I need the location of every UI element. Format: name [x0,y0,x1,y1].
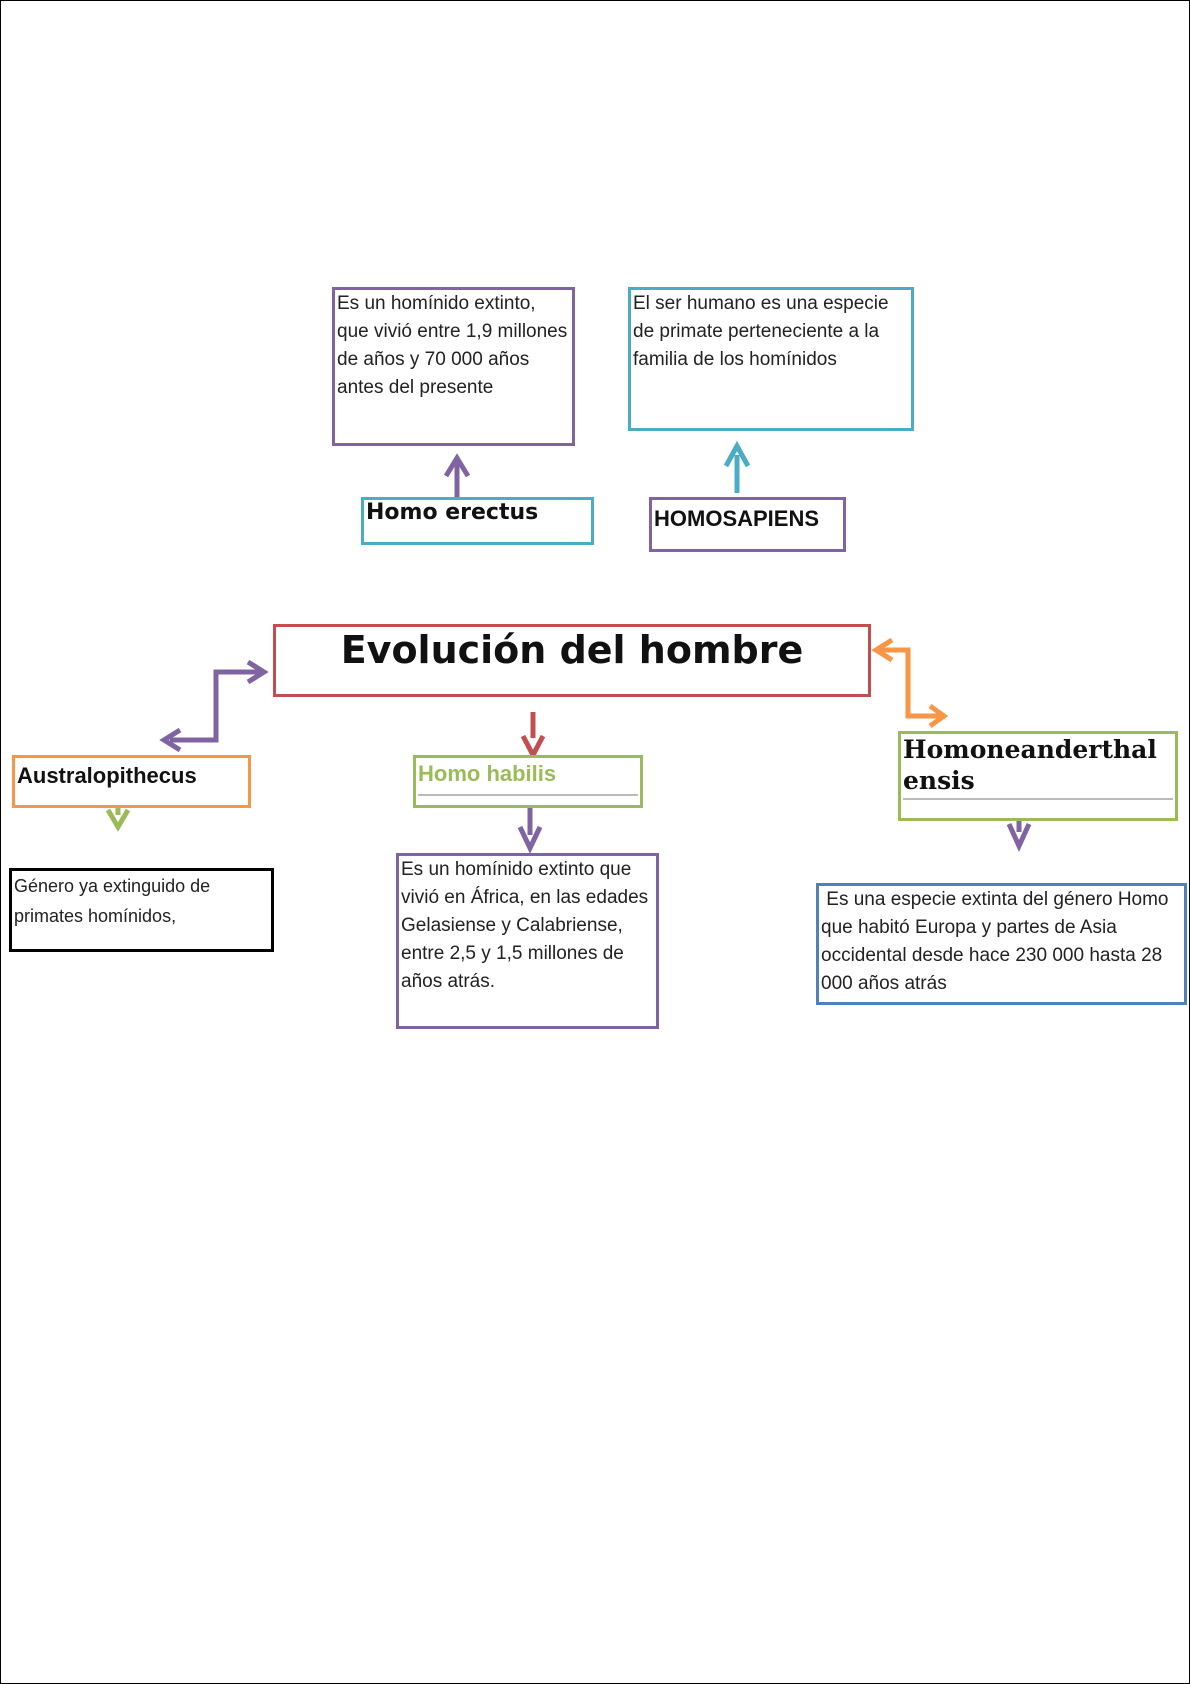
arrow-title-neanderthal [871,637,949,729]
erectus-description-box: Es un homínido extinto, que vivió entre … [332,287,575,446]
erectus-label: Homo erectus [366,500,539,525]
australopithecus-node[interactable]: Australopithecus [12,755,251,808]
australopithecus-label: Australopithecus [17,763,197,788]
sapiens-label: HOMOSAPIENS [654,506,820,531]
neanderthal-description: Es una especie extinta del género Homo q… [821,889,1174,994]
neanderthal-node[interactable]: Homoneanderthal ensis [898,731,1178,821]
sapiens-description: El ser humano es una especie de primate … [633,293,889,370]
divider [418,794,638,796]
arrow-erectus-up [443,453,471,497]
erectus-description: Es un homínido extinto, que vivió entre … [337,293,568,398]
divider [903,798,1173,800]
arrow-sapiens-up [723,440,751,493]
arrow-title-habilis [520,712,546,761]
australopithecus-description: Género ya extinguido de primates homínid… [14,876,211,926]
title-node[interactable]: Evolución del hombre [273,624,871,697]
habilis-label: Homo habilis [418,761,557,786]
habilis-description: Es un homínido extinto que vivió en Áfri… [401,859,649,992]
sapiens-description-box: El ser humano es una especie de primate … [628,287,914,431]
habilis-description-box: Es un homínido extinto que vivió en Áfri… [396,853,659,1029]
sapiens-node[interactable]: HOMOSAPIENS [649,497,846,552]
arrow-habilis-down [517,808,543,854]
habilis-node[interactable]: Homo habilis [413,755,643,808]
australopithecus-description-box: Género ya extinguido de primates homínid… [9,868,274,952]
arrow-title-australopithecus [159,659,269,753]
erectus-node[interactable]: Homo erectus [361,497,594,545]
neanderthal-label: Homoneanderthal ensis [903,735,1157,795]
neanderthal-description-box: Es una especie extinta del género Homo q… [816,883,1187,1005]
page-title: Evolución del hombre [340,628,804,672]
